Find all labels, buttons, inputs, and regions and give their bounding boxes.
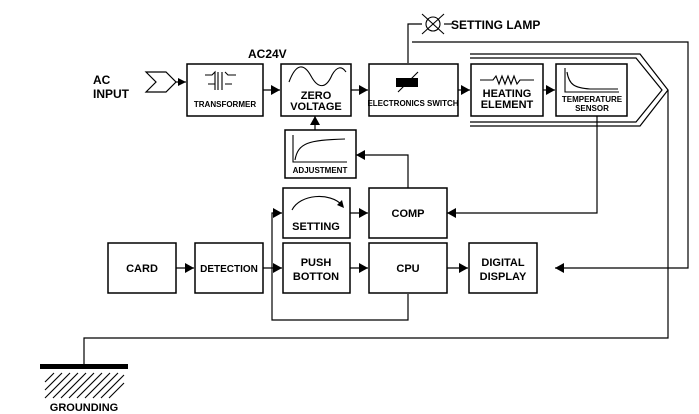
setting-arc-icon	[291, 195, 343, 211]
arrowhead	[359, 263, 368, 273]
digital-display-label: DIGITAL	[481, 257, 524, 269]
zero-voltage-label: ZERO	[301, 90, 332, 102]
ac-input-label: AC	[93, 73, 111, 87]
cpu-label: CPU	[396, 263, 419, 275]
card-block: CARD	[107, 242, 177, 294]
setting-block: SETTING	[282, 187, 351, 239]
digital-display-label: DISPLAY	[480, 271, 527, 283]
resistor-icon	[480, 74, 534, 86]
arrowhead	[461, 85, 470, 95]
transformer-block: TRANSFORMER	[186, 63, 264, 117]
setting-label: SETTING	[292, 221, 340, 233]
electronics-switch-block: ELECTRONICS SWITCH	[367, 63, 459, 117]
ac-input-label: INPUT	[93, 87, 130, 101]
arrowhead	[459, 263, 468, 273]
transformer-label: TRANSFORMER	[194, 100, 256, 109]
setting-lamp-label: SETTING LAMP	[451, 18, 540, 32]
wire-top-loop	[412, 41, 689, 269]
wire-switch-lamp	[407, 23, 422, 63]
arrowhead	[185, 263, 194, 273]
decay-curve-icon	[564, 68, 619, 93]
cpu-block: CPU	[368, 242, 448, 294]
wire-comp-adjustment	[356, 154, 409, 188]
comp-label: COMP	[392, 208, 425, 220]
enclosure-inner-outline	[470, 57, 663, 123]
push-button-block: PUSH BOTTON	[282, 242, 351, 294]
transformer-icon	[205, 70, 236, 90]
arrowhead	[273, 263, 282, 273]
arrowhead	[310, 116, 320, 125]
arrowhead	[356, 150, 365, 160]
arrowhead	[271, 85, 280, 95]
wire-grounding	[83, 90, 669, 366]
temperature-sensor-block: TEMPERATURE SENSOR	[555, 63, 628, 117]
temperature-sensor-label: SENSOR	[575, 104, 609, 113]
ac-input-chevron-icon	[144, 71, 177, 93]
detection-label: DETECTION	[200, 264, 258, 275]
heating-element-label: ELEMENT	[481, 99, 534, 111]
sine-wave-icon	[288, 66, 347, 87]
arrowhead	[178, 78, 186, 86]
zero-voltage-label: VOLTAGE	[290, 101, 342, 113]
digital-display-block: DIGITAL DISPLAY	[468, 242, 538, 294]
arrowhead	[546, 85, 555, 95]
temperature-sensor-label: TEMPERATURE	[562, 95, 623, 104]
arrowhead	[273, 208, 282, 218]
electronics-switch-label: ELECTRONICS SWITCH	[367, 99, 458, 108]
setting-lamp-icon	[421, 13, 445, 35]
comp-block: COMP	[368, 187, 448, 239]
rise-curve-icon	[292, 135, 347, 163]
ac24v-label: AC24V	[248, 47, 287, 61]
wire-sensor-comp	[447, 116, 598, 214]
arrowhead	[447, 208, 456, 218]
card-label: CARD	[126, 263, 158, 275]
arrowhead	[359, 85, 368, 95]
grounding-label: GROUNDING	[50, 402, 118, 414]
detection-block: DETECTION	[194, 242, 264, 294]
adjustment-label: ADJUSTMENT	[293, 166, 348, 175]
heating-element-block: HEATING ELEMENT	[470, 63, 544, 117]
arrowhead	[555, 263, 564, 273]
heating-element-label: HEATING	[483, 88, 532, 100]
push-button-label: PUSH	[301, 257, 332, 269]
arrowhead	[359, 208, 368, 218]
zero-voltage-block: ZERO VOLTAGE	[280, 63, 352, 117]
push-button-label: BOTTON	[293, 271, 339, 283]
grounding-symbol-icon	[40, 364, 128, 399]
adjustment-block: ADJUSTMENT	[284, 129, 357, 179]
